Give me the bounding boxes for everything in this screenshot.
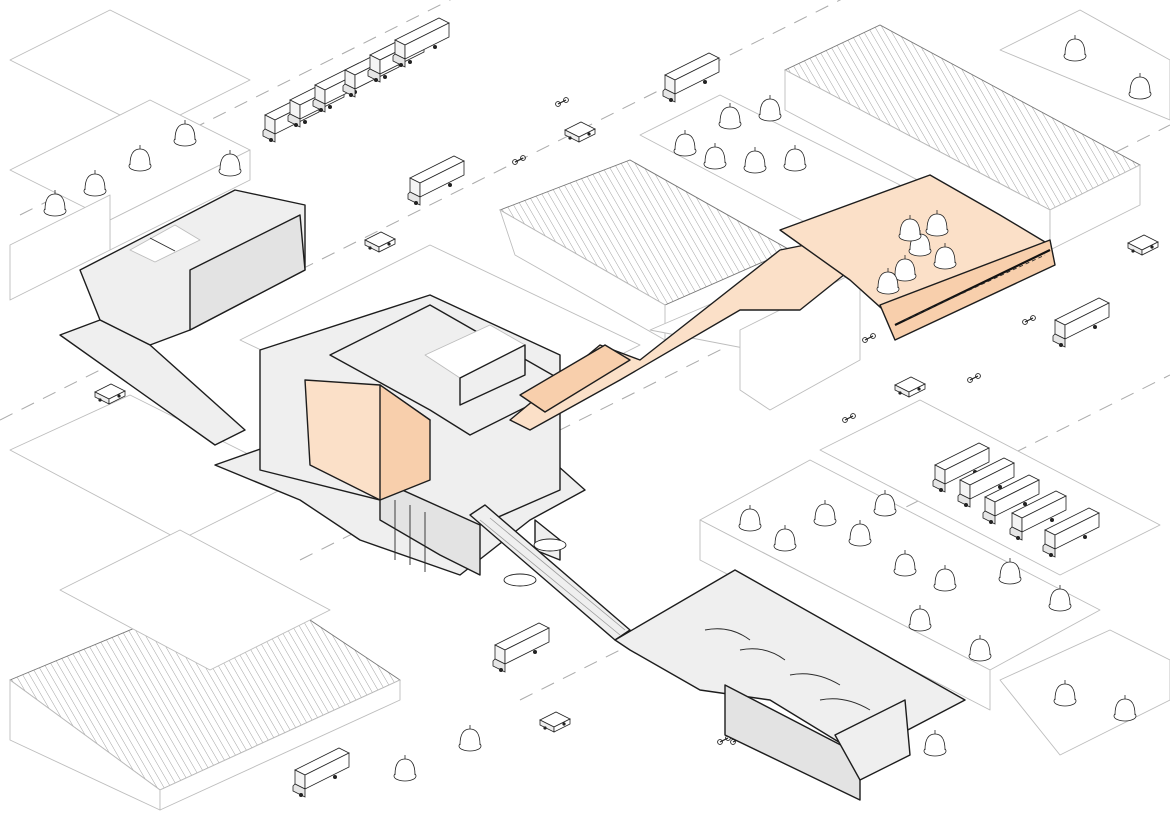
elevated-walkway-left: [59, 189, 306, 446]
main-building: [214, 244, 641, 587]
context-blocks-top-left: [9, 9, 251, 301]
elevated-deck-lower: [614, 569, 966, 801]
ramp-stair: [469, 504, 631, 641]
warehouse-bottom-left: [9, 394, 401, 811]
elevated-bridge-right: [509, 174, 1056, 431]
